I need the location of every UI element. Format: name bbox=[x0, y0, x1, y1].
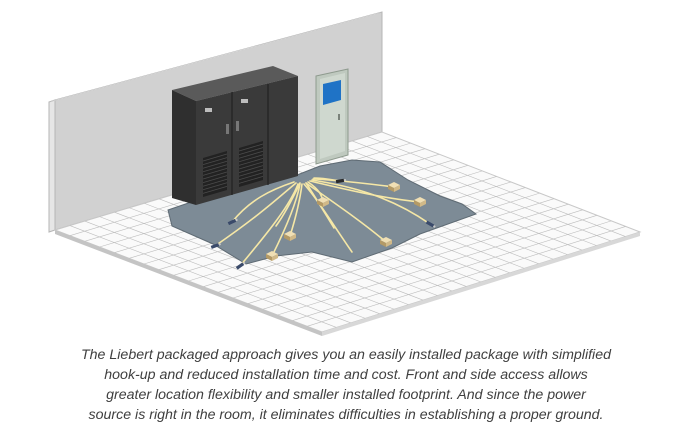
vent-slat bbox=[238, 147, 264, 155]
vent-slat bbox=[202, 168, 228, 176]
caption-line: The Liebert packaged approach gives you … bbox=[81, 347, 611, 363]
cable bbox=[231, 181, 295, 223]
tile-line bbox=[307, 226, 626, 327]
tile-line bbox=[232, 198, 555, 299]
power-cabinet bbox=[172, 66, 298, 205]
cabinet-front bbox=[172, 90, 196, 205]
door bbox=[315, 68, 349, 165]
cable bbox=[305, 182, 387, 243]
data-center-room-illustration bbox=[48, 11, 642, 336]
vent-slat bbox=[238, 143, 264, 152]
caption-line: source is right in the room, it eliminat… bbox=[88, 407, 604, 423]
cabinet-label bbox=[205, 108, 212, 112]
vent-slat bbox=[202, 182, 228, 191]
cable bbox=[239, 183, 299, 267]
cabinet-handle bbox=[236, 121, 239, 131]
vent-slat bbox=[238, 150, 264, 159]
vent-slat bbox=[238, 176, 264, 184]
floor-edge-right bbox=[322, 232, 640, 336]
cable bbox=[311, 179, 431, 225]
vent-slat bbox=[202, 178, 228, 187]
vent-slat bbox=[238, 165, 264, 173]
cable bbox=[275, 182, 301, 227]
power-cables bbox=[214, 177, 431, 267]
cable-connector-icon bbox=[210, 243, 221, 249]
junction-boxes bbox=[266, 182, 426, 261]
cable-connectors bbox=[210, 178, 436, 270]
cabinet-label bbox=[241, 99, 248, 103]
vent-slat bbox=[202, 171, 228, 180]
junction-box-icon bbox=[317, 197, 329, 207]
cable-connector-icon bbox=[335, 178, 347, 184]
junction-box-icon bbox=[414, 197, 426, 207]
cable bbox=[214, 182, 297, 247]
cable bbox=[305, 182, 335, 229]
door-window bbox=[323, 80, 341, 105]
floor-edge-front bbox=[55, 230, 322, 336]
caption-line: greater location flexibility and smaller… bbox=[106, 387, 586, 403]
cable bbox=[271, 183, 301, 257]
vent-slat bbox=[202, 153, 228, 162]
vent-slat bbox=[238, 154, 264, 163]
caption: The Liebert packaged approach gives you … bbox=[20, 345, 672, 425]
cable-connector-icon bbox=[227, 218, 238, 226]
wall-end bbox=[48, 99, 56, 233]
vent-slat bbox=[202, 186, 228, 194]
cabinet-handle bbox=[226, 124, 229, 134]
junction-box-icon bbox=[380, 237, 392, 247]
cable bbox=[312, 178, 395, 188]
vent-slat bbox=[202, 164, 228, 173]
cable bbox=[309, 180, 421, 203]
cable-connector-icon bbox=[425, 220, 436, 228]
vent-slat bbox=[202, 160, 228, 169]
vent-slat bbox=[238, 172, 264, 181]
cabinet-top bbox=[172, 66, 298, 101]
junction-box-icon bbox=[388, 182, 400, 192]
tile-line bbox=[247, 203, 569, 304]
vent-slat bbox=[238, 161, 264, 170]
cable-connector-icon bbox=[235, 261, 246, 270]
junction-box-icon bbox=[284, 231, 296, 241]
wall-top bbox=[49, 12, 382, 102]
door-handle bbox=[338, 114, 340, 120]
tile-line bbox=[262, 209, 583, 310]
tile-line bbox=[292, 220, 612, 321]
caption-line: hook-up and reduced installation time an… bbox=[104, 367, 588, 383]
vent-slat bbox=[202, 175, 228, 183]
junction-box-icon bbox=[266, 251, 278, 261]
tile-line bbox=[277, 215, 598, 316]
vent-slat bbox=[238, 158, 264, 166]
vent-slat bbox=[202, 157, 228, 165]
vent-slat bbox=[238, 168, 264, 177]
